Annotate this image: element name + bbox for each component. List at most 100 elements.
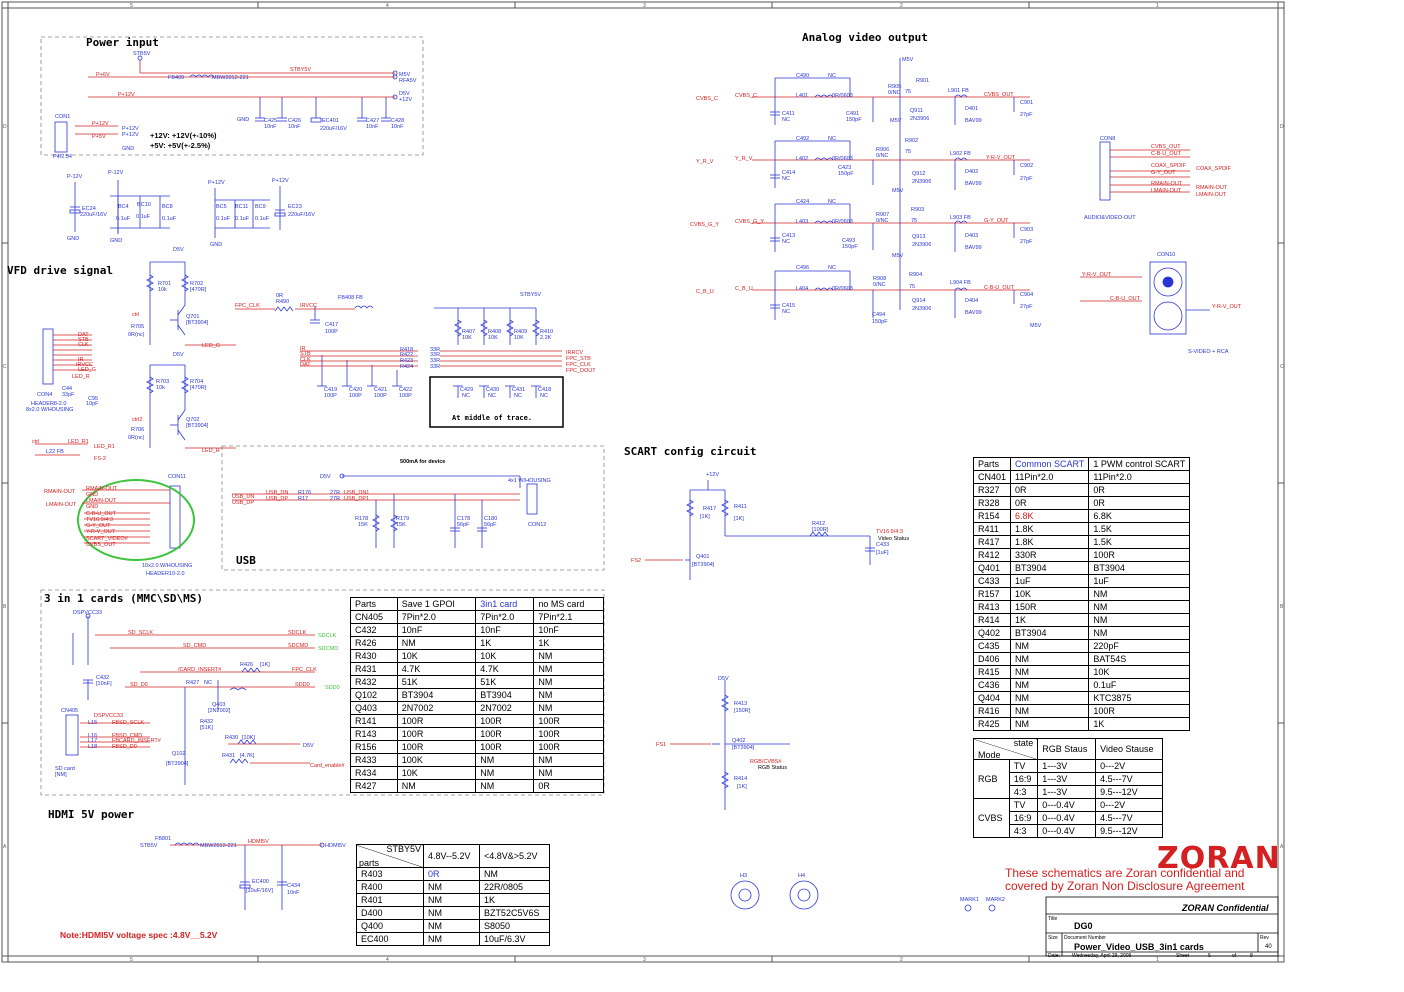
table-cell: 6.8K [1010, 509, 1090, 523]
svg-text:NC: NC [514, 393, 522, 399]
svg-text:33pF: 33pF [62, 392, 75, 398]
svg-text:L903 FB: L903 FB [950, 215, 971, 221]
svg-text:Size: Size [1048, 935, 1058, 941]
svg-text:P+12V: P+12V [208, 180, 225, 186]
svg-text:FPC_CLK: FPC_CLK [235, 303, 260, 309]
svg-text:DSPVCC33: DSPVCC33 [94, 713, 123, 719]
table-header-cell: STBY5V [386, 844, 421, 854]
table-cell: R414 [972, 613, 1012, 627]
table-header-cell: 1 PWM control SCART [1088, 457, 1191, 471]
svg-text:BAV99: BAV99 [965, 181, 982, 187]
svg-text:0.1uF: 0.1uF [216, 216, 231, 222]
svg-text:Y_R_V: Y_R_V [735, 156, 753, 162]
table-cell: BT3904 [396, 688, 477, 702]
svg-text:[BT3904]: [BT3904] [186, 320, 209, 326]
svg-text:10nF: 10nF [366, 124, 379, 130]
table-cell: 10nF [475, 623, 535, 637]
table-cell: BZT52C5V6S [478, 906, 551, 920]
table-cell: BT3904 [1010, 626, 1090, 640]
svg-text:D: D [1280, 124, 1284, 130]
table-cell: 150R [1010, 600, 1090, 614]
title-vfd: VFD drive signal [7, 264, 113, 277]
svg-text:15K: 15K [358, 522, 368, 528]
svg-text:LMAIN-OUT: LMAIN-OUT [1151, 188, 1182, 194]
svg-text:FBSD_D0: FBSD_D0 [112, 744, 137, 750]
svg-text:10nF: 10nF [264, 124, 277, 130]
brand-block: ZORAN These schematics are Zoran confide… [1005, 841, 1280, 893]
svg-text:EC400: EC400 [252, 879, 269, 885]
svg-text:P-12V: P-12V [67, 174, 83, 180]
svg-text:CVBS_OUT: CVBS_OUT [1151, 144, 1181, 150]
svg-text:P+5V: P+5V [92, 134, 106, 140]
svg-text:Y-R-V_OUT: Y-R-V_OUT [86, 529, 116, 535]
svg-text:ctrl2: ctrl2 [132, 417, 142, 423]
table-cell: 10K [1088, 665, 1191, 679]
svg-text:0R(nc): 0R(nc) [128, 435, 145, 441]
table-cell: 10nF [396, 623, 477, 637]
svg-text:BC5: BC5 [216, 204, 227, 210]
analog-video-block: CVBS_C CVBS_C Y_R_V Y_R_V CVBS_G_Y CVBS_… [690, 57, 1242, 355]
svg-text:B: B [1280, 604, 1284, 610]
table-cell: 2N7002 [475, 701, 535, 715]
svg-text:ctrl: ctrl [32, 439, 39, 445]
svg-text:[BT3904]: [BT3904] [692, 562, 715, 568]
table-cell: 22R/0805 [478, 880, 551, 894]
svg-text:75: 75 [911, 218, 917, 224]
svg-text:RMAIN-OUT: RMAIN-OUT [44, 489, 76, 495]
svg-text:C414: C414 [782, 170, 795, 176]
svg-text:75: 75 [905, 149, 911, 155]
svg-text:[10nF]: [10nF] [96, 681, 112, 687]
svg-text:C: C [1280, 364, 1284, 370]
svg-text:NC: NC [828, 136, 836, 142]
svg-text:10k: 10k [156, 385, 165, 391]
svg-text:COAX_SPDIF: COAX_SPDIF [1196, 166, 1231, 172]
svg-text:Q912: Q912 [912, 171, 925, 177]
svg-text:C421: C421 [374, 387, 387, 393]
svg-text:C425: C425 [264, 118, 277, 124]
svg-text:USB_DN1: USB_DN1 [344, 490, 369, 496]
svg-text:DG0: DG0 [1074, 921, 1093, 931]
svg-text:C493: C493 [842, 238, 855, 244]
svg-text:M5V: M5V [1030, 323, 1042, 329]
svg-text:R427: R427 [186, 680, 199, 686]
svg-text:C496: C496 [796, 265, 809, 271]
table-cell: Q401 [972, 561, 1012, 575]
svg-text:EC23: EC23 [288, 204, 302, 210]
table-cell: CN405 [350, 610, 398, 624]
svg-text:Video Status: Video Status [878, 536, 909, 542]
hdmi-note: Note:HDMI5V voltage spec :4.8V__5.2V [60, 930, 218, 940]
table-cell: C436 [972, 678, 1012, 692]
svg-text:FB408 FB: FB408 FB [338, 295, 363, 301]
svg-text:5: 5 [130, 957, 133, 963]
svg-text:FPC_STB: FPC_STB [566, 356, 591, 362]
table-cell: 4.5---7V [1095, 772, 1163, 786]
svg-text:C903: C903 [1020, 227, 1033, 233]
highlight-circle [77, 479, 195, 561]
svg-text:D403: D403 [965, 233, 978, 239]
svg-text:FPC_DOUT: FPC_DOUT [566, 368, 596, 374]
svg-text:RGB Status: RGB Status [758, 765, 787, 771]
table-cell: NM [396, 636, 477, 650]
svg-text:RMAIN-OUT: RMAIN-OUT [1151, 181, 1183, 187]
svg-text:FB801: FB801 [155, 836, 171, 842]
svg-text:CVBS_OUT: CVBS_OUT [86, 542, 116, 548]
svg-text:HEADER8-2.0: HEADER8-2.0 [31, 401, 66, 407]
svg-text:SDCLK: SDCLK [318, 633, 337, 639]
svg-text:P-12V: P-12V [108, 170, 124, 176]
table-cell: R327 [972, 483, 1012, 497]
svg-text:BAV99: BAV99 [965, 310, 982, 316]
svg-text:L18: L18 [88, 744, 97, 750]
table-cell: S8050 [478, 919, 551, 933]
svg-text:FPC_CLK: FPC_CLK [292, 667, 317, 673]
svg-text:Q913: Q913 [912, 234, 925, 240]
svg-text:IR: IR [300, 346, 306, 352]
table-cell: 100R [1088, 548, 1191, 562]
